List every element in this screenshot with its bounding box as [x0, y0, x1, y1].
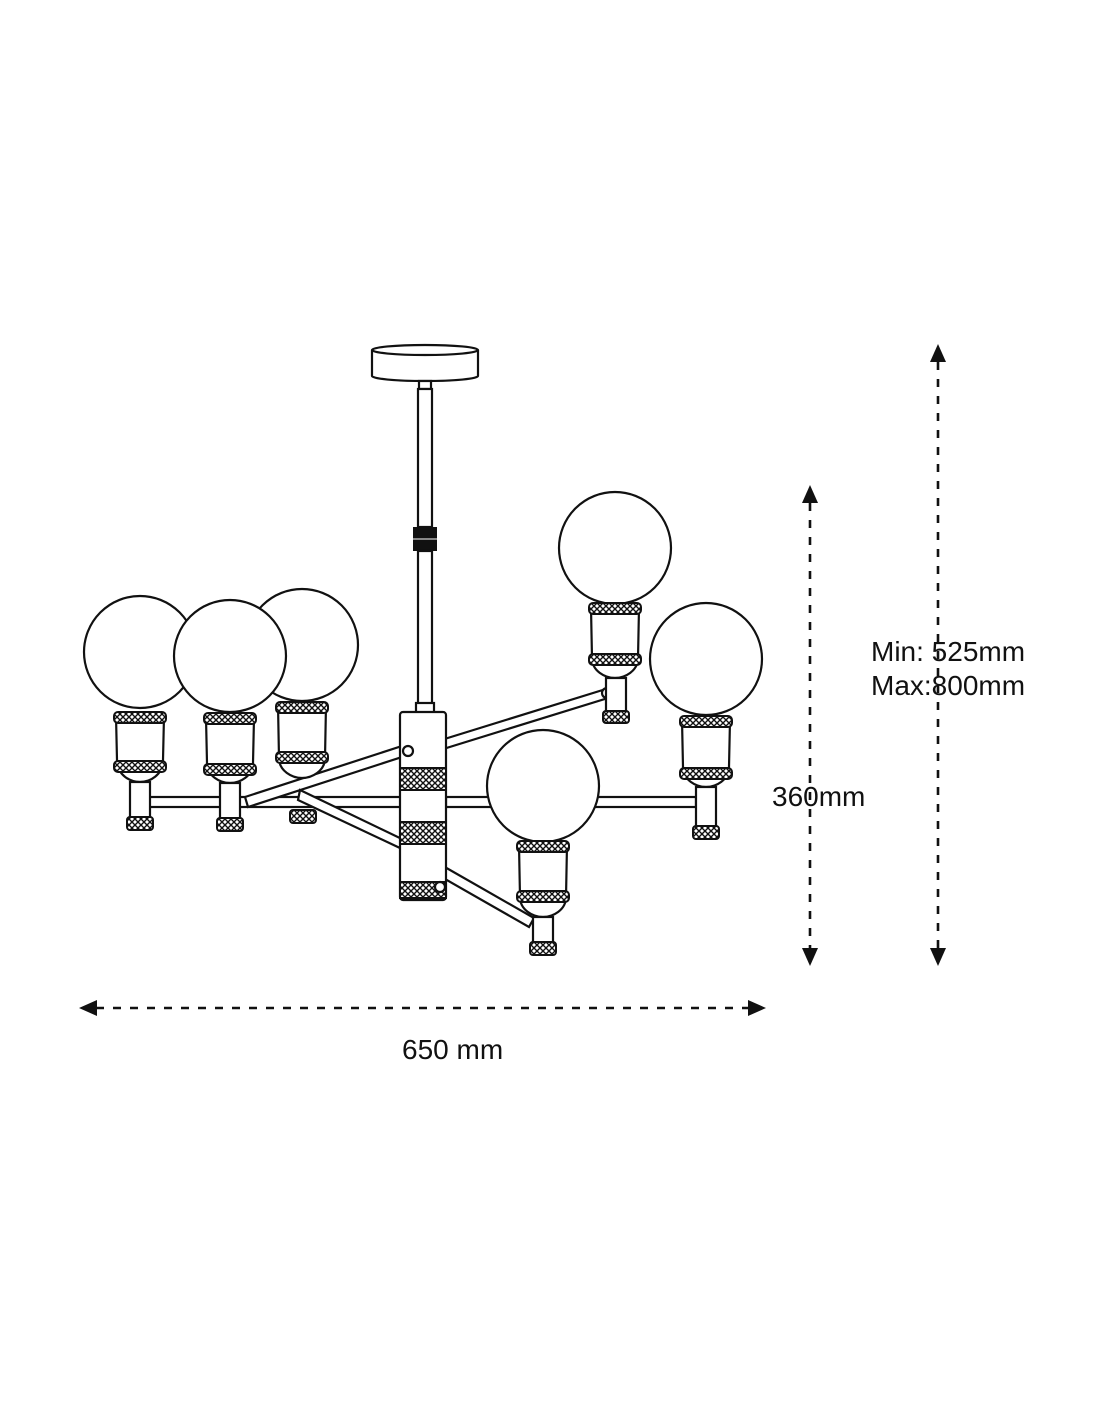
arrow-down-icon: [802, 948, 818, 966]
globe-bulb-left-inner: [172, 598, 288, 832]
arrow-down-icon: [930, 948, 946, 966]
body-height-dimension-line: [802, 485, 818, 966]
ceiling-canopy: [370, 343, 480, 391]
arrow-left-icon: [79, 1000, 97, 1016]
globe-bulb-right-outer: [648, 601, 764, 840]
total-height-min-label: Min: 525mm: [871, 636, 1025, 667]
globe-bulb-front: [485, 728, 601, 956]
globe-bulb-right-back: [557, 490, 673, 724]
total-height-max-label: Max:800mm: [871, 670, 1025, 701]
arrow-up-icon: [802, 485, 818, 503]
body-height-label: 360mm: [772, 781, 865, 812]
width-dimension-line: [79, 1000, 766, 1016]
globe-bulb-left-outer: [82, 594, 198, 831]
arrow-up-icon: [930, 344, 946, 362]
total-height-dimension-line: [930, 344, 946, 966]
arrow-right-icon: [748, 1000, 766, 1016]
suspension-rod: [413, 387, 437, 716]
width-label: 650 mm: [402, 1034, 503, 1065]
central-body: [398, 710, 448, 902]
